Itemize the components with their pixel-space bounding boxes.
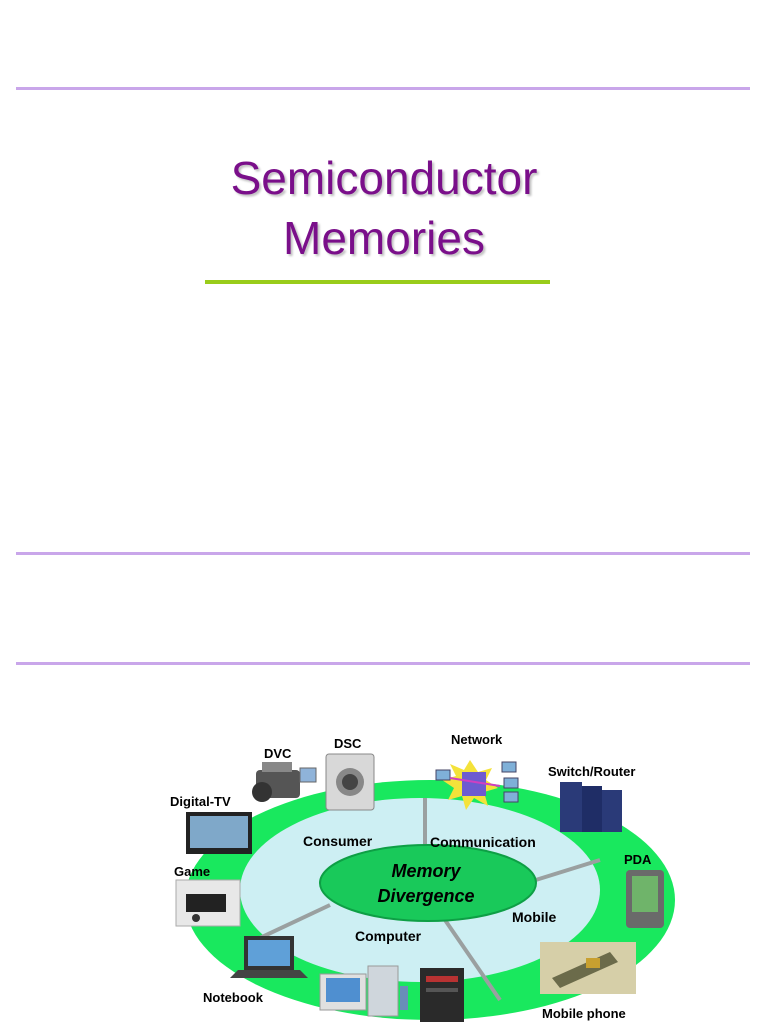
switch-router-icon	[560, 782, 622, 832]
device-label-dvc: DVC	[264, 746, 292, 761]
notebook-icon	[230, 936, 308, 978]
mobile-phone-icon	[540, 942, 636, 994]
network-icon	[435, 760, 519, 810]
segment-label-computer: Computer	[355, 928, 422, 944]
lower-divider-line	[16, 662, 750, 665]
dvc-camcorder-icon	[252, 762, 317, 802]
game-console-icon	[175, 879, 241, 927]
device-label-game: Game	[174, 864, 210, 879]
device-label-network: Network	[451, 732, 503, 747]
memory-divergence-diagram: Memory Divergence Consumer Communication…	[170, 732, 675, 1022]
dsc-camera-icon	[325, 753, 375, 811]
device-label-digital-tv: Digital-TV	[170, 794, 231, 809]
middle-divider-line	[16, 552, 750, 555]
pda-icon	[626, 870, 664, 928]
segment-label-consumer: Consumer	[303, 833, 373, 849]
device-label-switch-router: Switch/Router	[548, 764, 635, 779]
device-label-dsc: DSC	[334, 736, 362, 751]
center-ellipse	[319, 844, 537, 922]
center-label-line2: Divergence	[377, 886, 474, 906]
digital-tv-icon	[186, 812, 252, 854]
server-icon	[420, 968, 464, 1022]
title-underline	[205, 280, 550, 284]
top-divider-line	[16, 87, 750, 90]
device-label-mobile-phone: Mobile phone	[542, 1006, 626, 1021]
desktop-pc-icon	[319, 965, 408, 1017]
segment-label-communication: Communication	[430, 834, 536, 850]
center-label-line1: Memory	[391, 861, 461, 881]
slide-title-line1: Semiconductor	[230, 152, 538, 204]
slide-title-line2: Memories	[283, 212, 485, 264]
device-label-notebook: Notebook	[203, 990, 264, 1005]
segment-divider	[443, 918, 502, 1002]
segment-label-mobile: Mobile	[512, 909, 557, 925]
device-label-pda: PDA	[624, 852, 652, 867]
